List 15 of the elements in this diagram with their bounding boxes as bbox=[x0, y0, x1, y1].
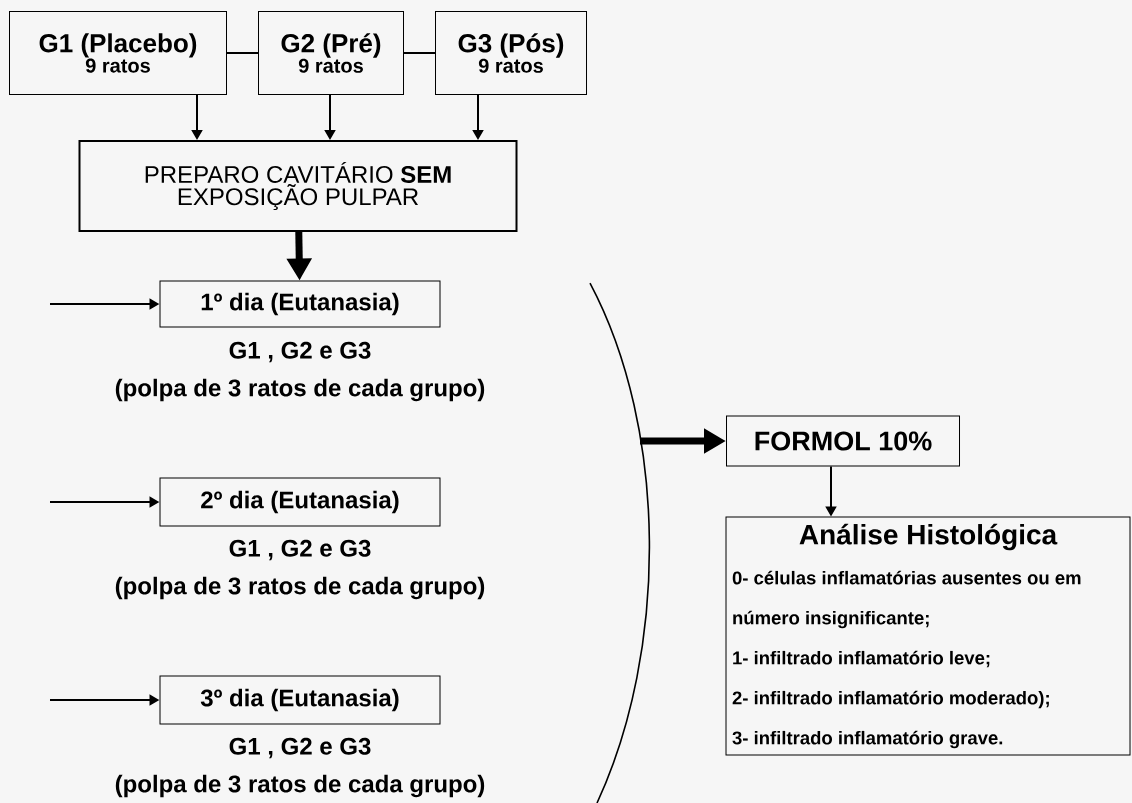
day-box: 1º dia (Eutanasia) bbox=[159, 280, 441, 328]
day-box: 3º dia (Eutanasia) bbox=[159, 675, 441, 725]
day-box: 2º dia (Eutanasia) bbox=[159, 477, 441, 527]
caption-text: (polpa de 3 ratos de cada grupo) bbox=[115, 378, 485, 402]
process-box: PREPARO CAVITÁRIO SEM EXPOSIÇÃO PULPAR bbox=[78, 140, 518, 232]
group-box: G1 (Placebo) 9 ratos bbox=[9, 11, 227, 95]
analysis-box: Análise Histológica 0- células inflamatórias ausentes ou em número insignificante; 1- infiltrado inflamatório leve; 2- infiltrado inflamatório moderado); 3- infiltrado inflamatório grave. bbox=[725, 516, 1131, 756]
caption-text: G1 , G2 e G3 bbox=[229, 341, 371, 363]
group-box: G2 (Pré) 9 ratos bbox=[258, 11, 404, 95]
caption-text: G1 , G2 e G3 bbox=[229, 539, 371, 561]
caption-text: (polpa de 3 ratos de cada grupo) bbox=[115, 576, 485, 600]
caption-text: (polpa de 3 ratos de cada grupo) bbox=[115, 774, 485, 798]
process-box: FORMOL 10% bbox=[726, 415, 960, 467]
group-box: G3 (Pós) 9 ratos bbox=[435, 11, 587, 95]
caption-text: G1 , G2 e G3 bbox=[229, 737, 371, 759]
